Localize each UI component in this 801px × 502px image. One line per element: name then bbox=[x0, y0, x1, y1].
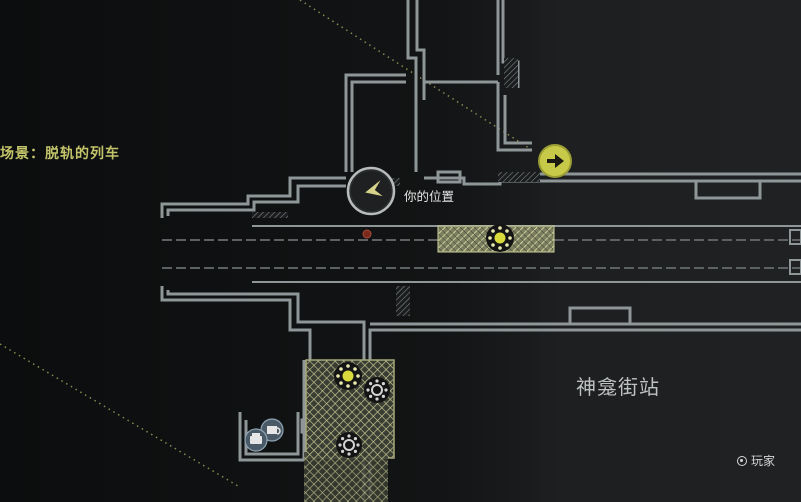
sun-objective-icon[interactable] bbox=[334, 362, 362, 390]
stone-texture-area bbox=[540, 0, 801, 502]
gear-location-icon[interactable] bbox=[336, 432, 362, 458]
sun-objective-icon[interactable] bbox=[486, 224, 514, 252]
player-arrow-icon bbox=[346, 166, 396, 216]
red-item-dot-icon[interactable] bbox=[362, 229, 372, 239]
station-name: 神龛街站 bbox=[576, 375, 660, 399]
arrow-right-icon[interactable] bbox=[538, 144, 572, 178]
scene-label: 场景：脱轨的列车 bbox=[0, 146, 120, 162]
legend-player-label: 玩家 bbox=[751, 454, 776, 468]
you-are-here-label: 你的位置 bbox=[404, 189, 455, 204]
gear-location-icon[interactable] bbox=[364, 377, 390, 403]
legend-player: 玩家 bbox=[737, 452, 775, 469]
player-marker-icon bbox=[737, 455, 747, 466]
objective-zone-room-lower bbox=[304, 452, 388, 502]
map-walls bbox=[160, 0, 801, 500]
typewriter-save-icon[interactable] bbox=[244, 418, 284, 452]
